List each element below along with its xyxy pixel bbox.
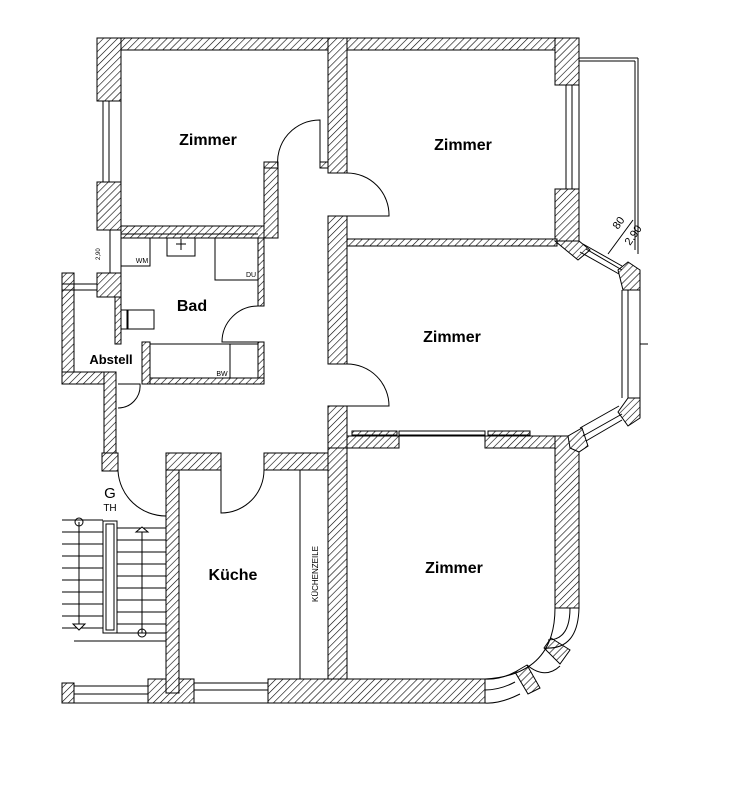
wall-bottom-far-left	[61, 682, 75, 704]
fixture-label-kuechenzeile: KÜCHENZEILE	[311, 546, 320, 602]
shower-box	[214, 237, 259, 281]
room-label-zimmer-bottom-right: Zimmer	[425, 560, 483, 577]
wall-bad-right-upper	[257, 237, 265, 307]
wall-bad-top-a	[120, 225, 269, 239]
wall-kitchen-top-a	[165, 452, 222, 471]
bathtub	[149, 343, 259, 379]
door-abstell	[117, 383, 141, 409]
sink-box	[166, 237, 196, 257]
wall-tl-inner-top	[263, 161, 279, 169]
wall-center-upper	[327, 37, 348, 174]
dimension-2-90: 2,90	[623, 223, 645, 247]
wall-bad-left	[114, 295, 122, 345]
stair-label-g: G	[104, 485, 116, 502]
room-label-zimmer-top-right: Zimmer	[434, 137, 492, 154]
wall-kitchen-left	[165, 452, 180, 694]
dimension-80: 80	[611, 215, 628, 232]
wall-right-mid	[554, 188, 580, 242]
wm-box	[120, 237, 151, 267]
wall-center-lower	[327, 405, 348, 455]
walls	[61, 37, 580, 704]
wall-bottom-main	[267, 678, 486, 704]
round-bay-end-1	[543, 637, 571, 665]
doors	[117, 119, 390, 517]
door-middle-right-room	[346, 363, 390, 407]
wall-right-top	[554, 37, 580, 86]
toilet-box	[127, 309, 155, 330]
bay-walls	[514, 240, 641, 695]
room-label-zimmer-top-left: Zimmer	[179, 132, 237, 149]
bay-top-corner	[553, 240, 591, 261]
wall-center-mid	[327, 215, 348, 365]
wall-h-right-1	[346, 238, 558, 247]
wall-tl-inner	[263, 161, 279, 239]
fixture-label-du: DU	[246, 272, 256, 279]
bad-fixtures	[120, 233, 259, 379]
round-bay-end-2	[514, 664, 541, 695]
wall-door-stub	[319, 161, 329, 169]
stairs	[62, 517, 167, 683]
door-top-left-room	[277, 119, 321, 169]
room-label-zimmer-middle-right: Zimmer	[423, 329, 481, 346]
wall-bad-left-low	[141, 341, 151, 385]
wall-right-bottom	[554, 435, 580, 609]
wall-h-right-2a	[346, 435, 400, 449]
wall-left-upper	[96, 37, 122, 102]
door-kitchen	[220, 469, 265, 514]
wall-kitchen-top-b	[263, 452, 329, 471]
door-top-right-room	[346, 172, 390, 217]
wall-corridor-stub	[101, 452, 119, 472]
wall-abstell-top	[96, 272, 122, 298]
door-entrance	[117, 470, 167, 517]
fixture-label-wm: WM	[136, 258, 149, 265]
door-bad	[221, 305, 259, 343]
bay-bottom-end	[617, 397, 641, 427]
wall-left-lower	[96, 181, 122, 231]
toilet-tank	[120, 309, 128, 330]
bay-windows	[62, 57, 648, 704]
stair-label-th: TH	[103, 503, 116, 514]
bay-bottom-corner	[567, 427, 589, 453]
room-label-abstell: Abstell	[89, 352, 132, 367]
fixture-label-bw: BW	[216, 371, 228, 378]
room-label-kueche: Küche	[209, 567, 258, 584]
bay-top-end	[617, 261, 641, 291]
wall-center-bottom	[327, 447, 348, 704]
sliding-door	[351, 430, 531, 437]
dimension-2-90-small: 2,90	[96, 248, 102, 260]
room-label-bad: Bad	[177, 298, 207, 315]
wall-bad-bottom	[141, 377, 265, 385]
